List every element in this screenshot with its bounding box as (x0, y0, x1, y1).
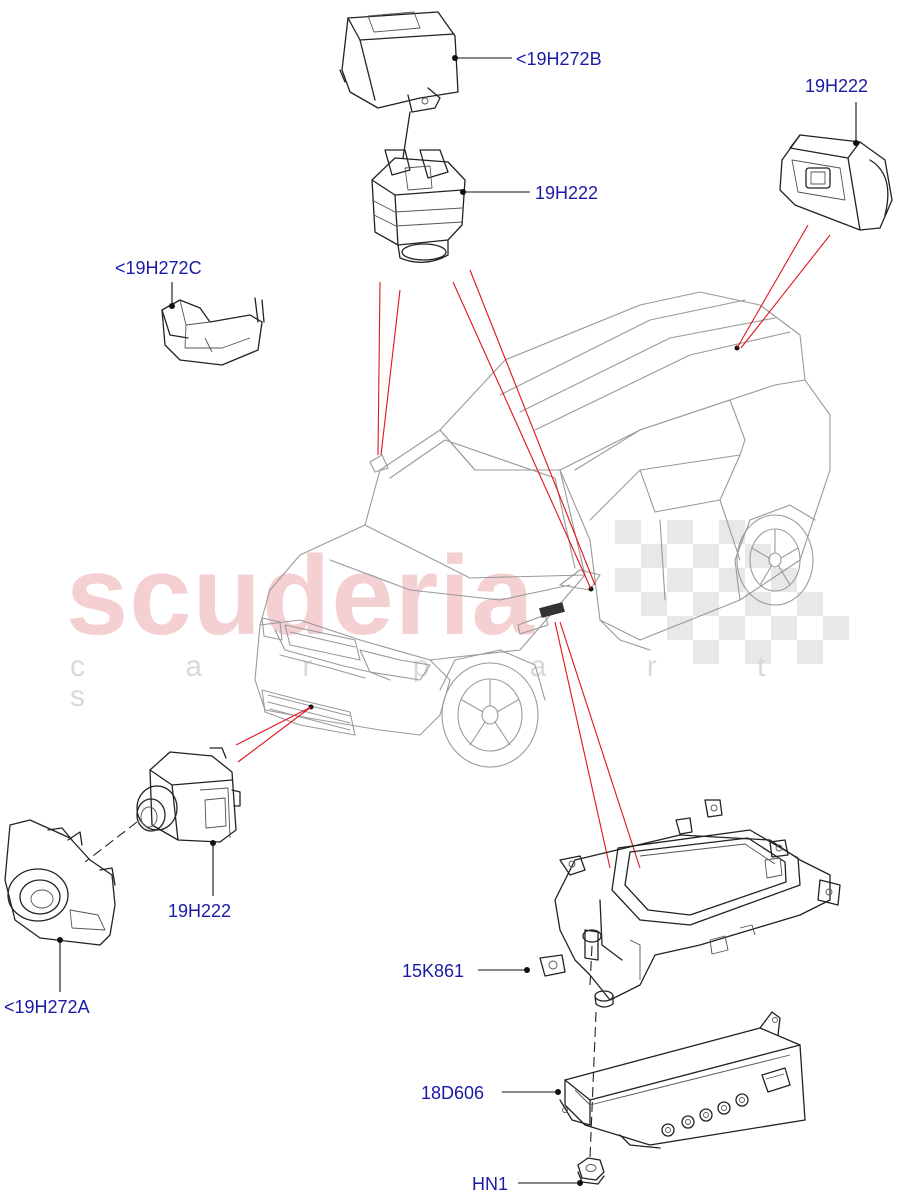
vehicle-outline (254, 291, 831, 768)
checkered-flag-watermark (615, 520, 849, 664)
callout-leaders (57, 55, 859, 1186)
control-module-drawing (559, 1011, 806, 1149)
nut-drawing (577, 1157, 605, 1185)
screw-axis-line (589, 1011, 597, 1159)
location-pointers (235, 224, 831, 869)
connector-pins (661, 1067, 791, 1137)
callout-top-bracket[interactable]: <19H272B (516, 49, 602, 69)
module-bracket-drawing (539, 799, 841, 1001)
callout-side-bracket[interactable]: <19H272C (115, 258, 202, 278)
camera-fit-line (84, 821, 138, 863)
front-bezel-drawing (4, 819, 116, 946)
callout-front-bezel[interactable]: <19H272A (4, 997, 90, 1017)
callout-top-camera[interactable]: 19H222 (535, 183, 599, 203)
callout-module-bracket[interactable]: 15K861 (402, 961, 465, 981)
top-bracket-drawing (339, 11, 459, 113)
front-camera-drawing (136, 747, 241, 843)
side-bracket-drawing (161, 297, 265, 366)
callout-nut[interactable]: HN1 (472, 1174, 509, 1194)
callout-roof-camera[interactable]: 19H222 (805, 76, 869, 96)
top-camera-drawing (371, 149, 466, 263)
side-mount-marker (539, 602, 565, 618)
screw-drawing (594, 990, 614, 1008)
camera-link-line (402, 111, 411, 159)
screw-axis-line-top (589, 945, 593, 986)
callout-control-module[interactable]: 18D606 (421, 1083, 485, 1103)
callout-front-camera[interactable]: 19H222 (168, 901, 232, 921)
roof-camera-drawing (779, 134, 893, 231)
